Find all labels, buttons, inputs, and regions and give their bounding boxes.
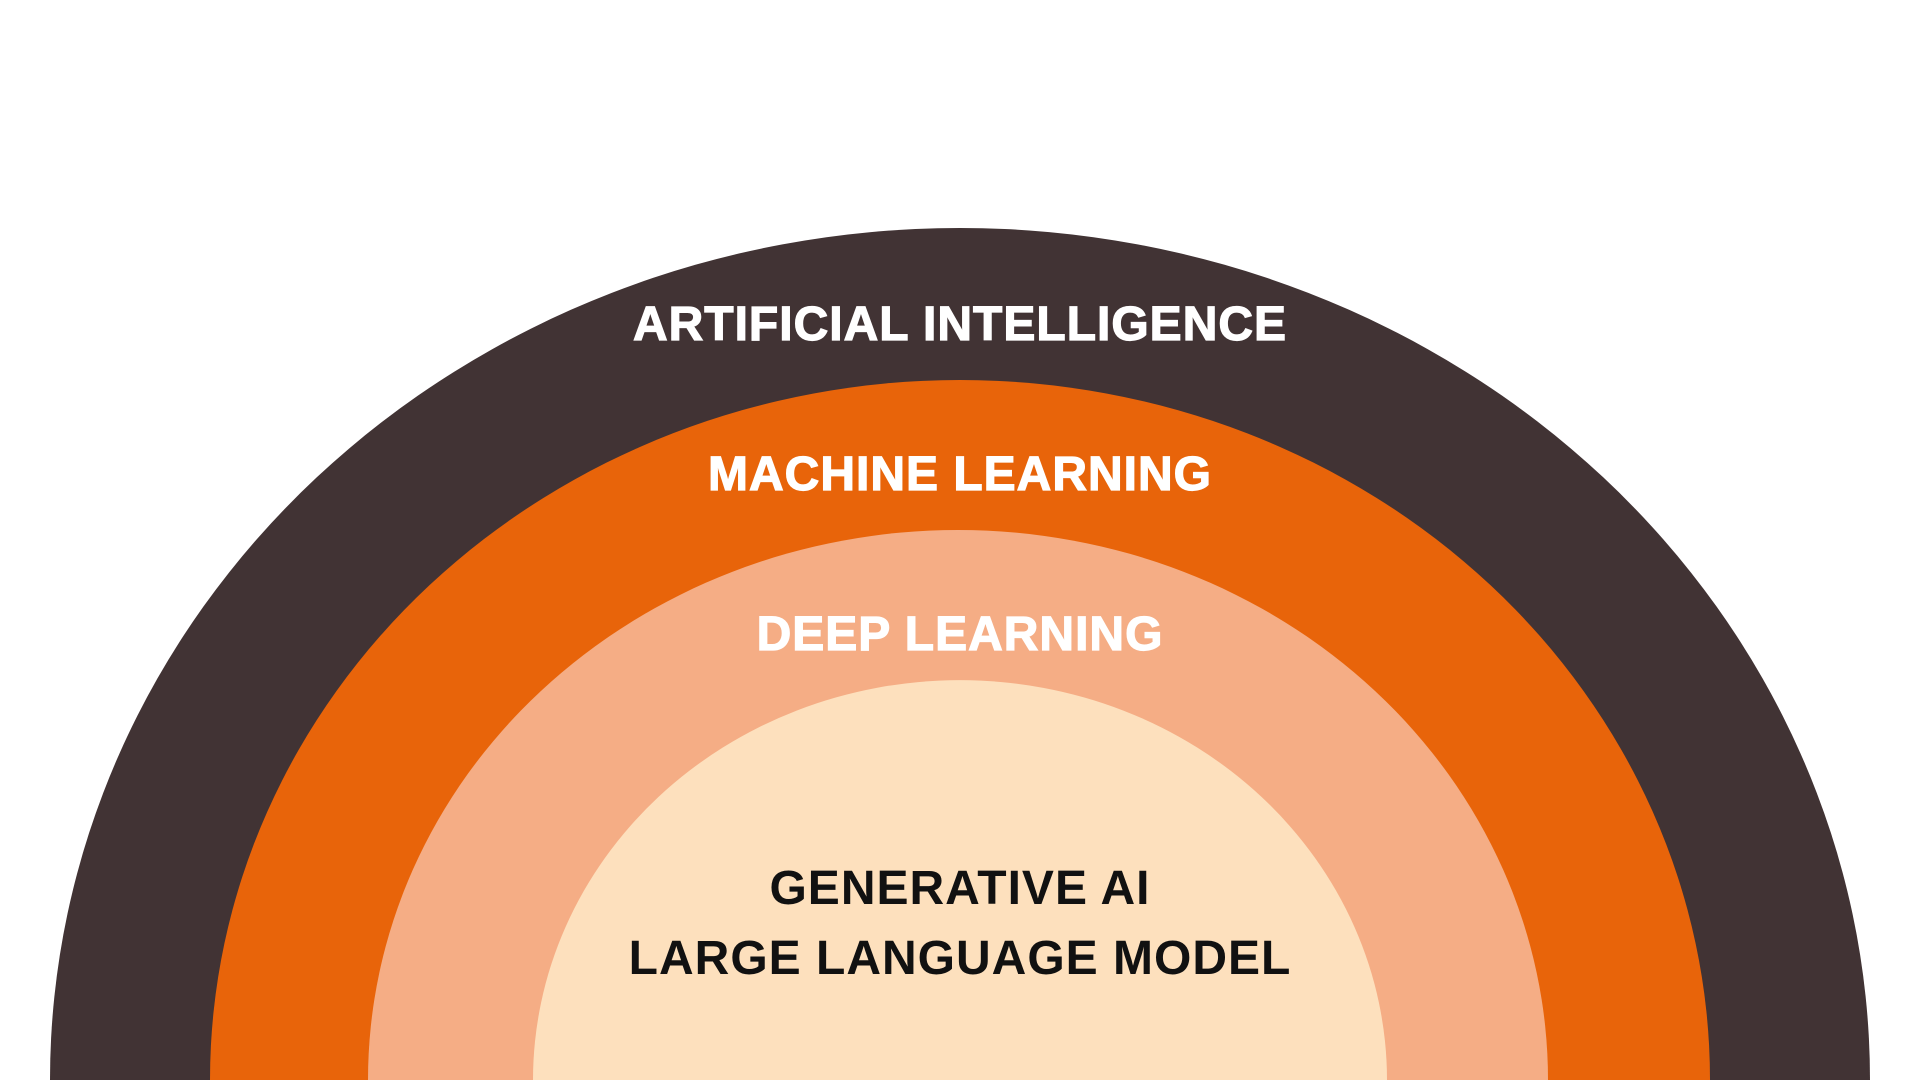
label-artificial-intelligence: ARTIFICIAL INTELLIGENCE	[633, 298, 1287, 351]
label-generative-ai: GENERATIVE AI	[769, 862, 1150, 915]
label-large-language-model: LARGE LANGUAGE MODEL	[629, 932, 1292, 985]
label-machine-learning: MACHINE LEARNING	[708, 448, 1212, 501]
label-deep-learning: DEEP LEARNING	[757, 608, 1164, 661]
arc-generative-ai	[533, 680, 1387, 1080]
